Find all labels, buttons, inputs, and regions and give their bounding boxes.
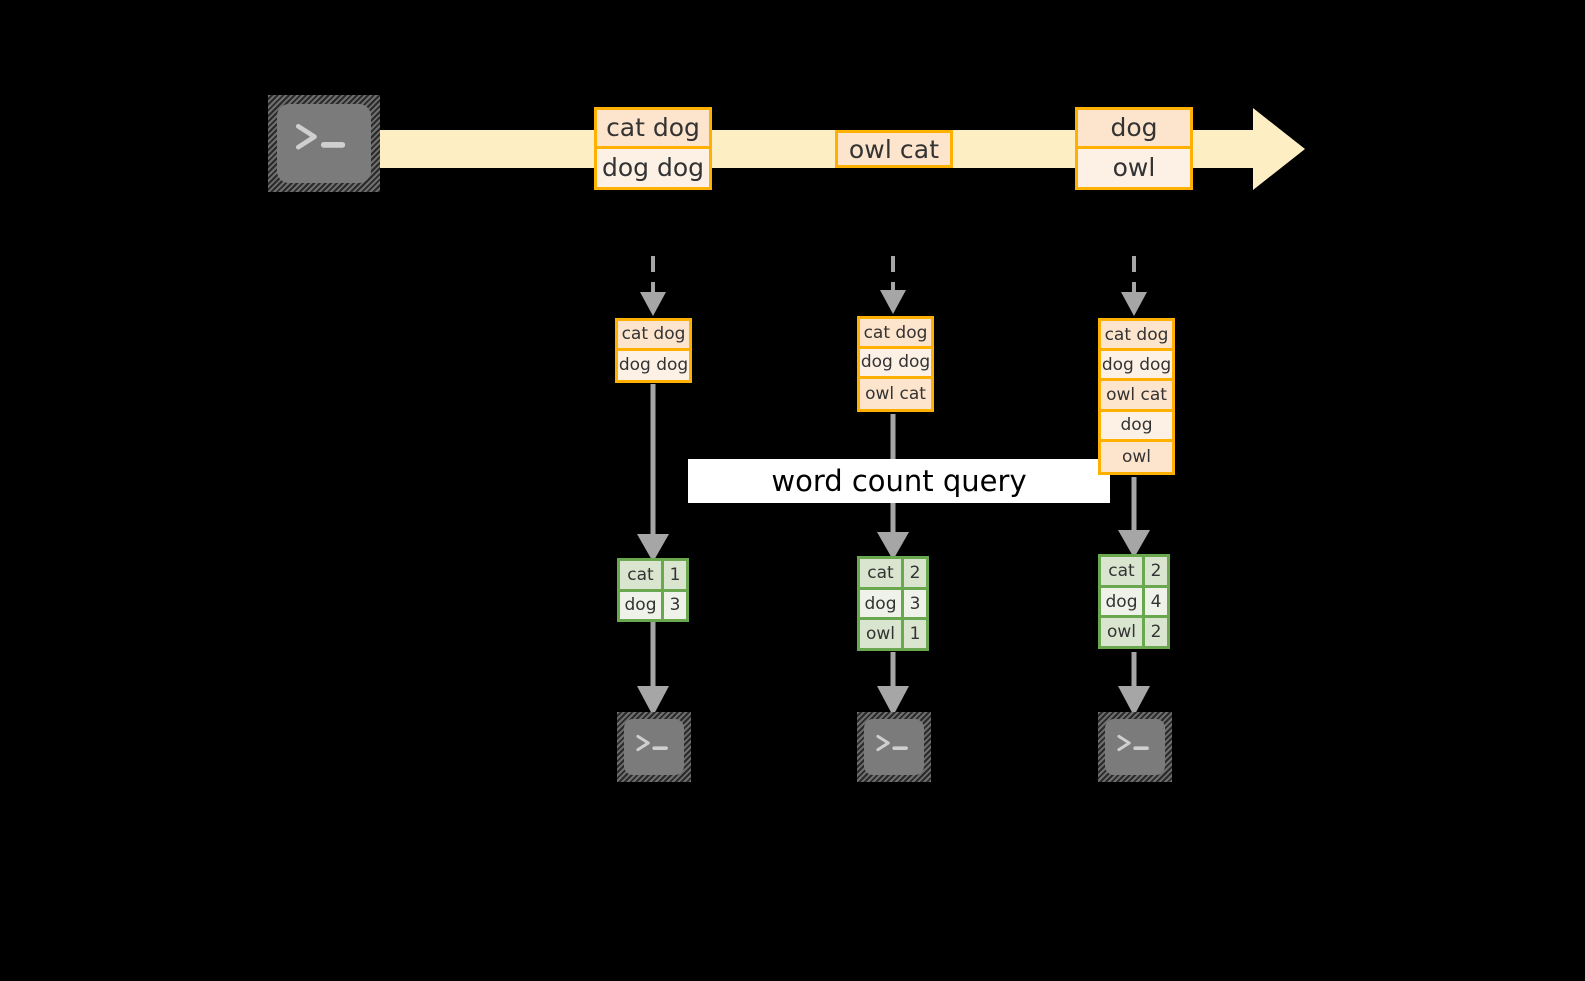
- snapshot-2-log-row: cat dog: [860, 319, 931, 349]
- snapshot-3-log-row: owl: [1101, 441, 1172, 472]
- stream-event-2[interactable]: owl cat: [835, 130, 953, 168]
- sink-arrowhead-1: [637, 686, 669, 716]
- snapshot-1-log[interactable]: cat dog dog dog: [615, 318, 692, 383]
- snapshot-2-sink-terminal-icon: [857, 712, 931, 782]
- query-arrowhead-1: [637, 534, 669, 562]
- snapshot-2-log-row: owl cat: [860, 378, 931, 409]
- result-word: owl: [1101, 618, 1145, 647]
- snapshot-3-log-row: dog: [1101, 411, 1172, 442]
- result-count: 2: [1150, 560, 1162, 581]
- result-word: owl: [860, 620, 904, 649]
- result-count: 1: [669, 564, 681, 585]
- snapshot-3-log-row: cat dog: [1101, 321, 1172, 352]
- stream-event-1-line-2: dog dog: [597, 148, 709, 187]
- stream-event-1-line-1: cat dog: [597, 110, 709, 149]
- stream-event-3[interactable]: dog owl: [1075, 107, 1193, 190]
- query-banner-label: word count query: [688, 459, 1110, 503]
- dashed-arrowhead-3: [1121, 292, 1147, 316]
- snapshot-3-log-row: owl cat: [1101, 381, 1172, 412]
- sink-arrowhead-3: [1118, 686, 1150, 716]
- query-arrowhead-3: [1118, 530, 1150, 558]
- snapshot-1-sink-terminal-icon: [617, 712, 691, 782]
- result-word: cat: [620, 561, 664, 589]
- result-count: 2: [1150, 622, 1162, 643]
- prompt-glyph-icon: [876, 734, 908, 751]
- terminal-screen: [1105, 719, 1165, 775]
- terminal-screen: [277, 104, 371, 183]
- result-count: 4: [1150, 591, 1162, 612]
- snapshot-2-log[interactable]: cat dog dog dog owl cat: [857, 316, 934, 412]
- snapshot-2-result-table[interactable]: cat 2 dog 3 owl 1: [857, 556, 929, 651]
- table-row: cat 2: [1101, 557, 1167, 588]
- result-count: 3: [669, 595, 681, 616]
- table-row: cat 1: [620, 561, 686, 592]
- table-row: dog 3: [860, 589, 926, 621]
- snapshot-1-log-row: dog dog: [618, 350, 689, 380]
- table-row: owl 1: [860, 620, 926, 649]
- snapshot-3-log-row: dog dog: [1101, 351, 1172, 382]
- snapshot-3-log[interactable]: cat dog dog dog owl cat dog owl: [1098, 318, 1175, 475]
- result-word: cat: [860, 559, 904, 587]
- result-word: cat: [1101, 557, 1145, 585]
- source-terminal-icon: [268, 95, 380, 192]
- query-arrowhead-2: [877, 532, 909, 560]
- result-count: 2: [909, 562, 921, 583]
- stream-event-1[interactable]: cat dog dog dog: [594, 107, 712, 190]
- table-row: cat 2: [860, 559, 926, 590]
- table-row: dog 3: [620, 591, 686, 619]
- result-count: 1: [909, 624, 921, 645]
- result-word: dog: [1101, 587, 1145, 616]
- table-row: dog 4: [1101, 587, 1167, 619]
- stream-event-3-line-2: owl: [1078, 148, 1190, 187]
- sink-arrowhead-2: [877, 686, 909, 716]
- prompt-glyph-icon: [636, 734, 668, 751]
- terminal-screen: [624, 719, 684, 775]
- snapshot-2-log-row: dog dog: [860, 349, 931, 379]
- snapshot-3-result-table[interactable]: cat 2 dog 4 owl 2: [1098, 554, 1170, 649]
- result-count: 3: [909, 593, 921, 614]
- prompt-glyph-icon: [296, 124, 346, 150]
- stream-event-3-line-1: dog: [1078, 110, 1190, 149]
- prompt-glyph-icon: [1117, 734, 1149, 751]
- result-word: dog: [620, 591, 664, 619]
- terminal-screen: [864, 719, 924, 775]
- result-word: dog: [860, 589, 904, 618]
- snapshot-1-result-table[interactable]: cat 1 dog 3: [617, 558, 689, 622]
- dashed-arrowhead-2: [880, 290, 906, 314]
- snapshot-1-log-row: cat dog: [618, 321, 689, 351]
- table-row: owl 2: [1101, 618, 1167, 647]
- snapshot-3-sink-terminal-icon: [1098, 712, 1172, 782]
- dashed-arrowhead-1: [640, 292, 666, 316]
